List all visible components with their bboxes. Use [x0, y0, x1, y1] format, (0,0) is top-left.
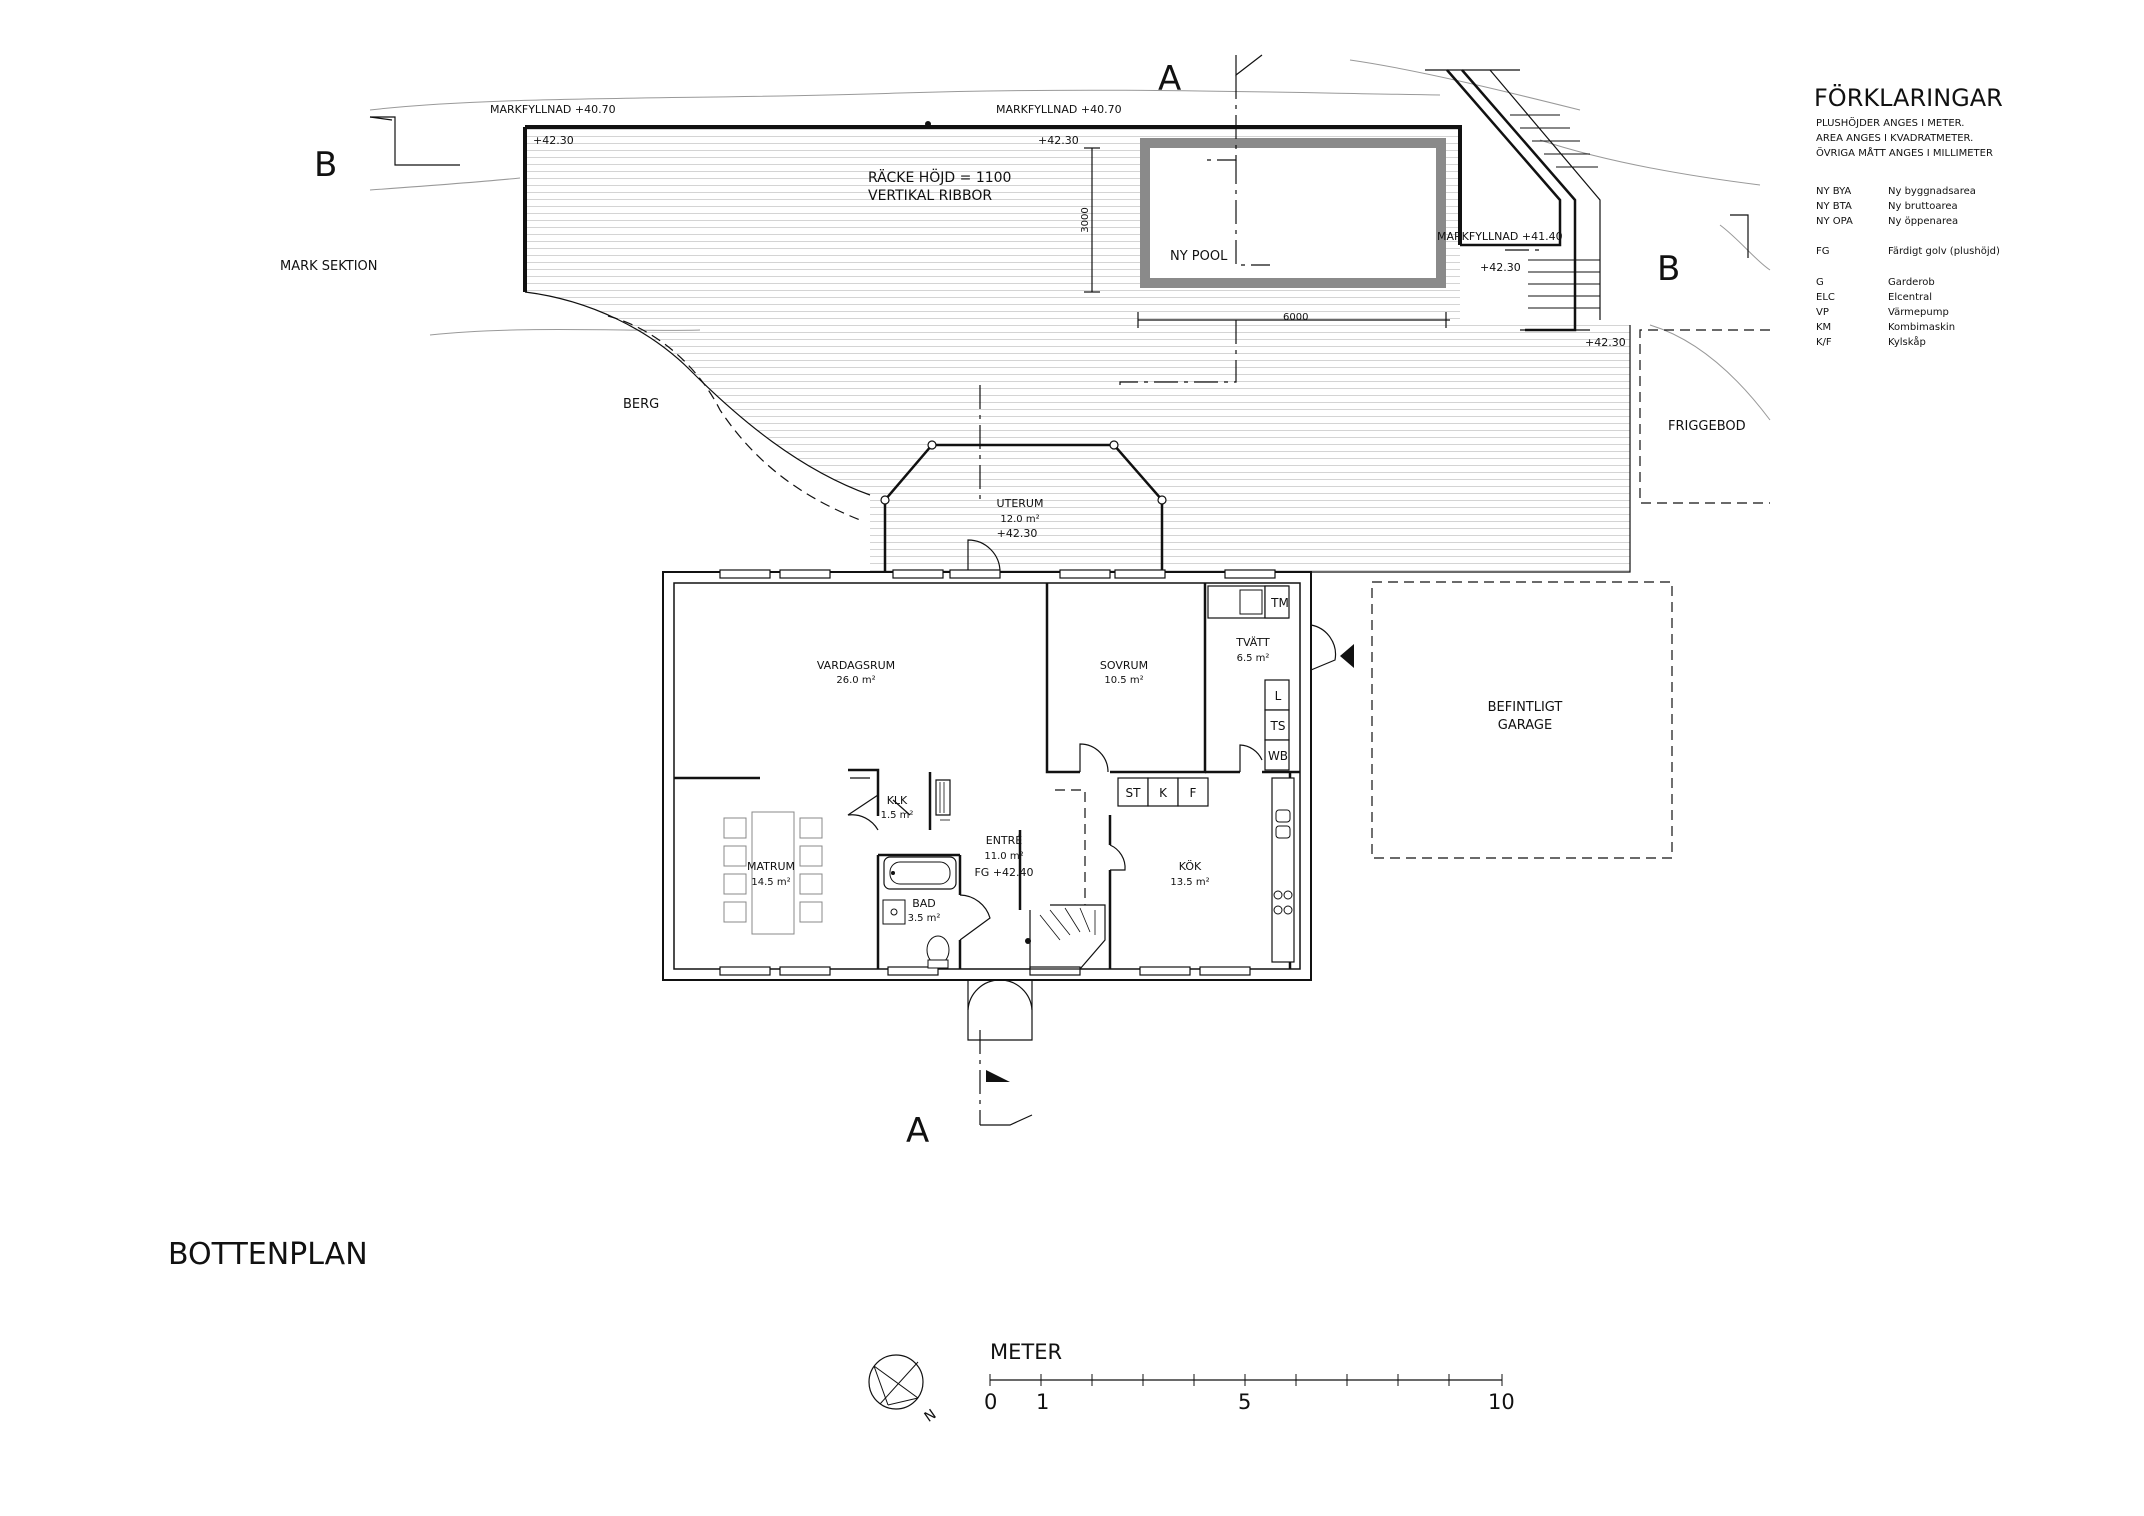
legend-note-3: ÖVRIGA MÅTT ANGES I MILLIMETER	[1816, 146, 1993, 159]
legend-note-1: PLUSHÖJDER ANGES I METER.	[1816, 116, 1964, 129]
legend-heading: FÖRKLARINGAR	[1814, 83, 2003, 112]
section-marker-b-left: B	[314, 145, 337, 185]
fixture-l: L	[1275, 689, 1282, 703]
legend-code: NY BYA	[1816, 186, 1851, 197]
scale-tick-1: 1	[1036, 1390, 1049, 1414]
klk-closet	[850, 777, 951, 821]
legend-code: KM	[1816, 322, 1831, 333]
deck	[523, 121, 1631, 573]
legend-code: ELC	[1816, 292, 1835, 303]
room-entre-level: FG +42.40	[974, 866, 1033, 879]
label-pool-length: 6000	[1283, 312, 1308, 323]
room-klk-area: 1.5 m²	[881, 810, 914, 821]
section-lines	[369, 54, 1749, 1126]
scale-tick-0: 0	[984, 1390, 997, 1414]
room-bad-area: 3.5 m²	[908, 913, 941, 924]
section-marker-a-top: A	[1158, 59, 1181, 99]
label-pool: NY POOL	[1170, 249, 1228, 264]
uterum-walls	[880, 440, 1167, 573]
legend-code: NY OPA	[1816, 216, 1853, 227]
legend-text: Färdigt golv (plushöjd)	[1888, 246, 2000, 257]
room-klk-name: KLK	[887, 794, 908, 807]
dining-table	[723, 811, 823, 935]
room-matrum-name: MATRUM	[747, 860, 795, 873]
legend-code: G	[1816, 277, 1824, 288]
fixture-tm: TM	[1270, 596, 1289, 610]
room-sovrum-name: SOVRUM	[1100, 659, 1148, 672]
section-marker-a-bottom: A	[906, 1111, 929, 1151]
room-uterum-area: 12.0 m²	[1000, 514, 1039, 525]
friggebod-outline	[1639, 329, 1770, 504]
label-garage-line1: BEFINTLIGT	[1488, 700, 1563, 715]
room-vardagsrum-area: 26.0 m²	[836, 675, 875, 686]
label-markfyllnad-mid: MARKFYLLNAD +40.70	[996, 103, 1122, 116]
label-mark-sektion: MARK SEKTION	[280, 259, 378, 274]
label-pool-width: 3000	[1080, 207, 1091, 232]
fixture-wb: WB	[1268, 749, 1288, 763]
room-vardagsrum-name: VARDAGSRUM	[817, 659, 895, 672]
laundry-fixtures	[1207, 585, 1290, 771]
label-markfyllnad-left: MARKFYLLNAD +40.70	[490, 103, 616, 116]
fixture-st: ST	[1126, 786, 1142, 800]
fixture-ts: TS	[1270, 719, 1286, 733]
room-uterum-name: UTERUM	[997, 497, 1044, 510]
section-marker-b-right: B	[1657, 249, 1680, 289]
legend-code: VP	[1816, 307, 1829, 318]
north-label: N	[922, 1407, 940, 1426]
fixture-f: F	[1190, 786, 1197, 800]
page-title: BOTTENPLAN	[168, 1237, 368, 1272]
house-walls	[662, 569, 1337, 1041]
legend-text: Ny byggnadsarea	[1888, 186, 1976, 197]
room-matrum-area: 14.5 m²	[751, 877, 790, 888]
label-railing-type: VERTIKAL RIBBOR	[868, 188, 992, 204]
outdoor-stair	[1425, 69, 1601, 332]
label-level-2: +42.30	[1038, 134, 1079, 147]
label-garage-line2: GARAGE	[1498, 718, 1552, 733]
legend-text: Garderob	[1888, 277, 1935, 288]
room-entre-name: ENTRÉ	[986, 834, 1023, 847]
legend-text: Ny bruttoarea	[1888, 201, 1958, 212]
room-entre-area: 11.0 m²	[984, 851, 1023, 862]
north-arrow-icon	[868, 1354, 924, 1410]
legend-text: Värmepump	[1888, 307, 1949, 318]
legend-text: Kombimaskin	[1888, 322, 1955, 333]
room-kok-name: KÖK	[1179, 860, 1202, 873]
room-tvatt-name: TVÄTT	[1235, 636, 1270, 649]
legend-code: K/F	[1816, 337, 1832, 348]
legend-note-2: AREA ANGES I KVADRATMETER.	[1816, 133, 1973, 144]
berg-boundary	[607, 315, 861, 521]
label-level-1: +42.30	[533, 134, 574, 147]
bathroom-fixtures	[882, 856, 957, 969]
scale-label: METER	[990, 1340, 1062, 1364]
label-level-4: +42.30	[1585, 336, 1626, 349]
legend-text: Kylskåp	[1888, 335, 1926, 348]
legend-code: FG	[1816, 246, 1830, 257]
scale-bar: METER 0 1 5 10	[984, 1340, 1515, 1414]
label-railing-height: RÄCKE HÖJD = 1100	[868, 168, 1011, 186]
scale-tick-10: 10	[1488, 1390, 1515, 1414]
legend-code: NY BTA	[1816, 201, 1852, 212]
legend-text: Ny öppenarea	[1888, 216, 1958, 227]
room-kok-area: 13.5 m²	[1170, 877, 1209, 888]
fixture-k: K	[1159, 786, 1168, 800]
room-sovrum-area: 10.5 m²	[1104, 675, 1143, 686]
terrain-lines	[369, 59, 1771, 421]
room-bad-name: BAD	[912, 897, 936, 910]
room-uterum-level: +42.30	[997, 527, 1038, 540]
scale-tick-5: 5	[1238, 1390, 1251, 1414]
label-friggebod: FRIGGEBOD	[1668, 419, 1746, 434]
room-tvatt-area: 6.5 m²	[1237, 653, 1270, 664]
legend-text: Elcentral	[1888, 292, 1932, 303]
pool	[1084, 138, 1450, 328]
label-markfyllnad-right: MARKFYLLNAD +41.40	[1437, 230, 1563, 243]
legend: FÖRKLARINGAR PLUSHÖJDER ANGES I METER. A…	[1814, 83, 2003, 348]
label-berg: BERG	[623, 397, 659, 412]
label-level-3: +42.30	[1480, 261, 1521, 274]
garage-outline	[1371, 581, 1673, 859]
kitchen-fixtures	[1117, 777, 1295, 963]
